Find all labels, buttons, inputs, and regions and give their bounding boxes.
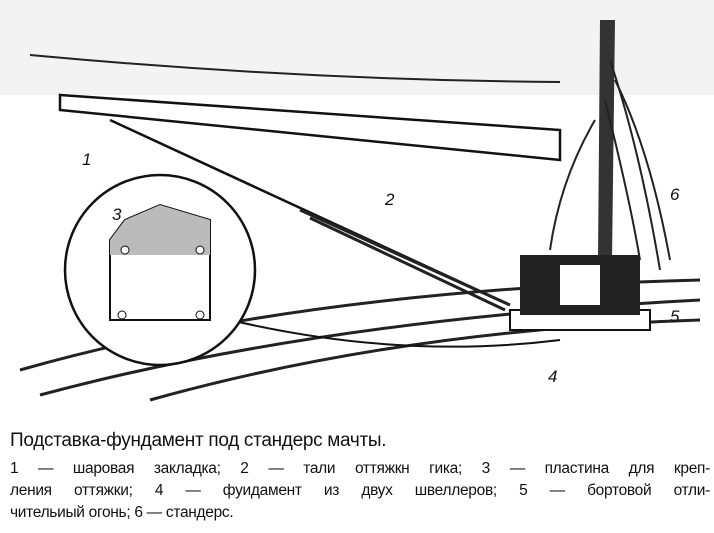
caption-line: 1 — шаровая закладка; 2 — тали оттяжкн г… xyxy=(10,460,710,477)
detail-inset xyxy=(63,173,561,367)
vang-tackle xyxy=(299,208,511,312)
callout-2: 2 xyxy=(384,190,395,209)
callout-4: 4 xyxy=(548,367,557,386)
callout-5: 5 xyxy=(670,307,680,326)
standers-rigging xyxy=(549,59,671,271)
sail-stipple xyxy=(0,0,714,95)
callout-1: 1 xyxy=(82,150,91,169)
mast-step-illustration: 1 2 3 4 5 6 xyxy=(0,0,714,402)
callout-3: 3 xyxy=(112,205,122,224)
figure-caption-title: Подставка-фундамент под стандерс мачты. xyxy=(10,430,387,451)
sail-edge xyxy=(29,54,561,83)
mast xyxy=(598,20,615,260)
foundation-channels xyxy=(509,255,651,331)
callout-6: 6 xyxy=(670,185,680,204)
boom xyxy=(58,93,562,162)
caption-line: чительиый огонь; 6 — стандерс. xyxy=(10,504,234,521)
caption-line: ления оттяжки; 4 — фуидамент из двух шве… xyxy=(10,482,710,499)
